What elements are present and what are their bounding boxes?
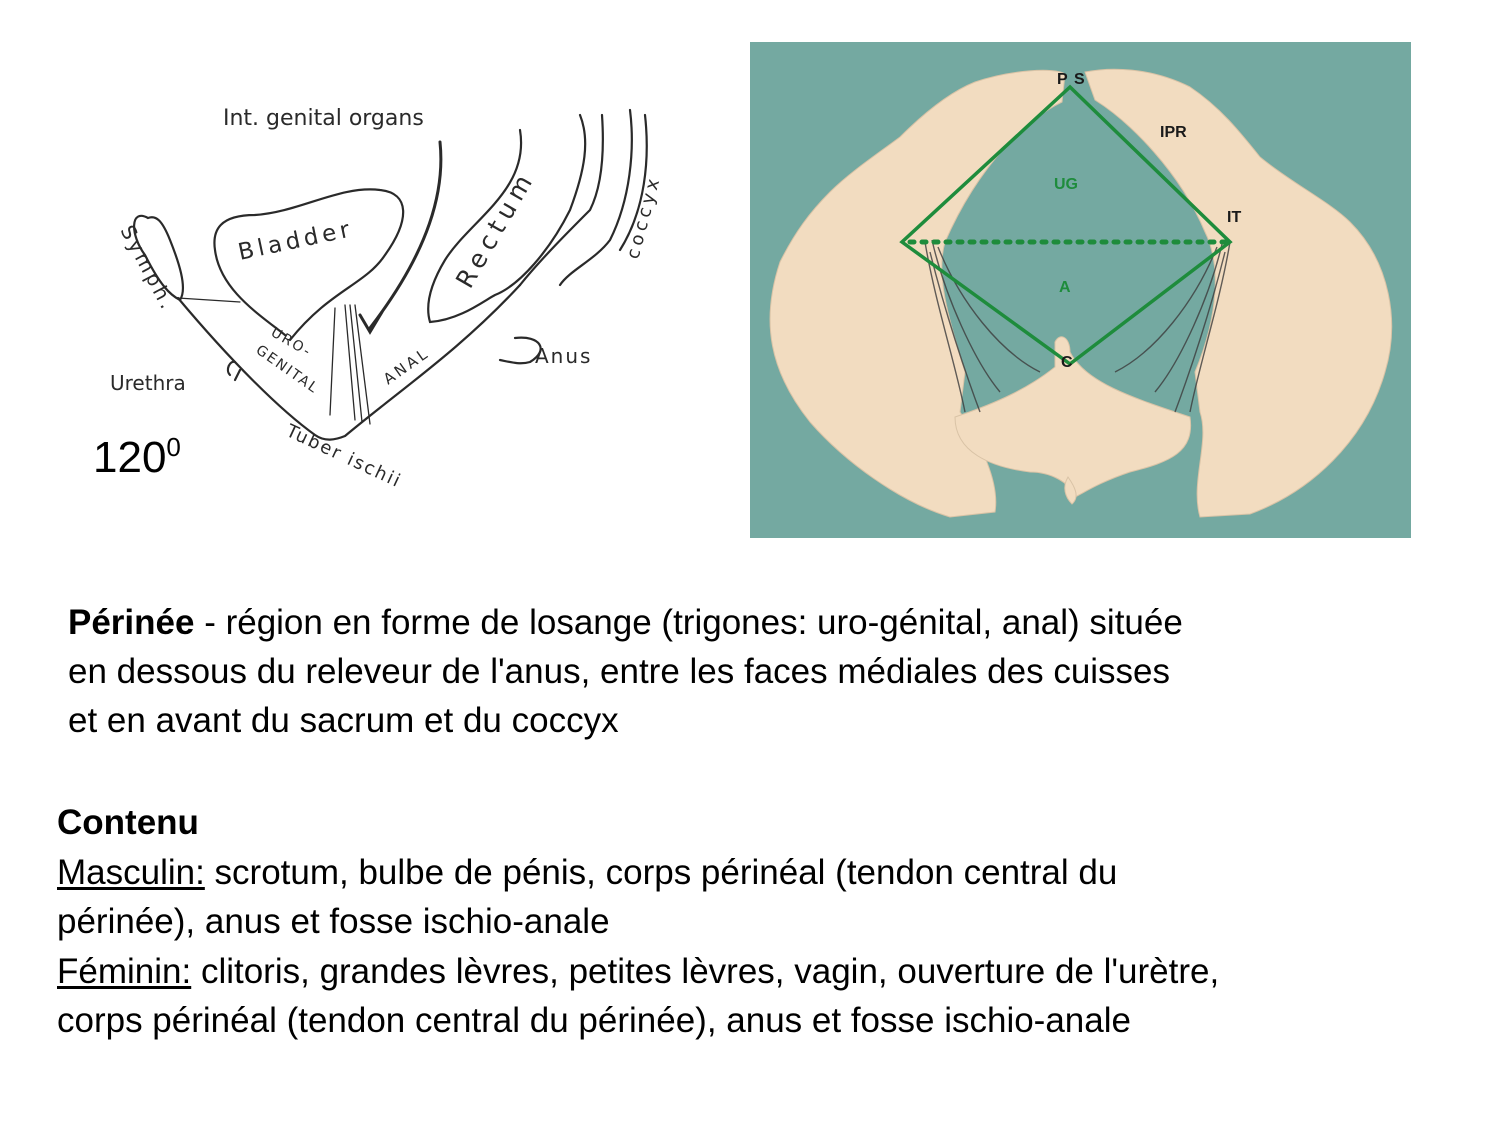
definition-text: - région en forme de losange (trigones: … xyxy=(194,603,1183,642)
masculin-label: Masculin: xyxy=(57,852,205,892)
contents-heading: Contenu xyxy=(57,803,199,842)
label-anal: ANAL xyxy=(380,344,433,389)
definition-line-1: Périnée - région en forme de losange (tr… xyxy=(68,598,1448,647)
angle-value: 120 xyxy=(93,433,167,482)
label-ug: UG xyxy=(1054,176,1078,193)
angle-label: 1200 xyxy=(93,433,181,482)
definition-term: Périnée xyxy=(68,603,195,642)
definition-line-2: en dessous du releveur de l'anus, entre … xyxy=(68,652,1171,691)
label-tuber-ischii: Tuber ischii xyxy=(282,420,405,490)
label-s: S xyxy=(1074,71,1085,88)
label-coccyx: coccyx xyxy=(623,173,666,262)
angle-superscript: 0 xyxy=(166,432,181,462)
masculin-text: scrotum, bulbe de pénis, corps périnéal … xyxy=(204,852,1118,892)
label-rectum: Rectum xyxy=(450,165,541,293)
sagittal-perineum-diagram: Int. genital organs Bladder Rectum coccy… xyxy=(90,90,710,492)
masculin-line-1: Masculin: scrotum, bulbe de pénis, corps… xyxy=(57,848,1477,898)
feminin-text: clitoris, grandes lèvres, petites lèvres… xyxy=(191,951,1220,991)
label-anus: Anus xyxy=(535,344,592,368)
feminin-line-2: corps périnéal (tendon central du périné… xyxy=(57,1001,1131,1040)
feminin-line-1: Féminin: clitoris, grandes lèvres, petit… xyxy=(57,947,1477,997)
label-int-genital-organs: Int. genital organs xyxy=(223,106,424,131)
definition-paragraph: Périnée - région en forme de losange (tr… xyxy=(68,598,1448,745)
label-ipr: IPR xyxy=(1160,124,1187,141)
label-symph: Symph. xyxy=(116,221,181,315)
label-it: IT xyxy=(1227,209,1241,226)
label-urethra: Urethra xyxy=(110,371,186,395)
definition-line-3: et en avant du sacrum et du coccyx xyxy=(68,701,619,740)
label-p: P xyxy=(1057,71,1068,88)
feminin-label: Féminin: xyxy=(57,951,192,991)
contents-section: Contenu Masculin: scrotum, bulbe de péni… xyxy=(57,798,1477,1046)
masculin-line-2: périnée), anus et fosse ischio-anale xyxy=(57,902,610,941)
label-a: A xyxy=(1059,279,1071,296)
pelvis-photo: P S IPR UG IT A C xyxy=(750,42,1411,538)
label-c: C xyxy=(1061,354,1073,371)
label-bladder: Bladder xyxy=(236,216,356,266)
